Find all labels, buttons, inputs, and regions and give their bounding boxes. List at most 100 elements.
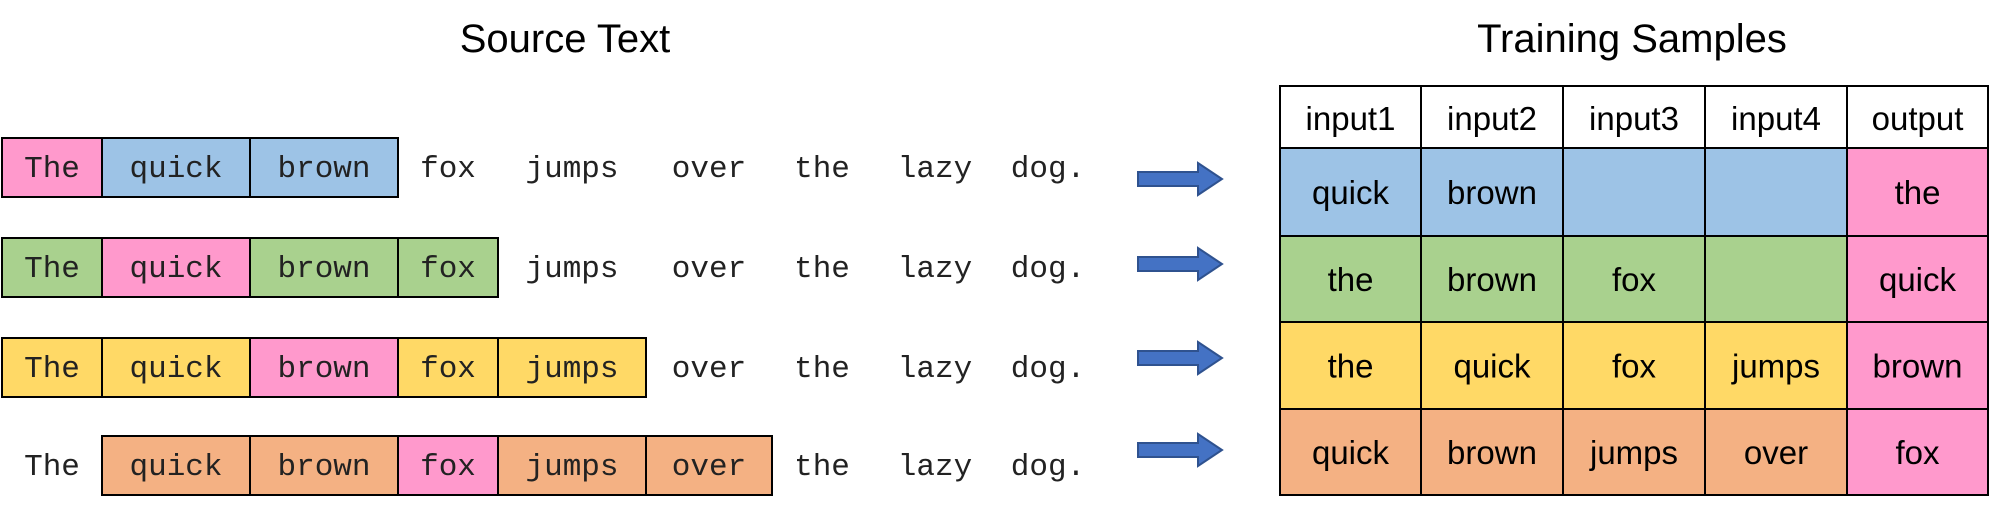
- table-cell: quick: [1453, 348, 1531, 385]
- table-cell: quick: [1879, 261, 1957, 298]
- arrow-icon: [1137, 161, 1224, 197]
- arrow-icon: [1137, 246, 1224, 282]
- context-word-box: [498, 338, 646, 397]
- table-cell: quick: [1312, 174, 1390, 211]
- context-word-box: [2, 338, 102, 397]
- arrows: [1137, 161, 1224, 468]
- source-word: quick: [129, 352, 222, 387]
- table-cell: fox: [1612, 348, 1657, 385]
- source-word: quick: [129, 252, 222, 287]
- source-word: dog.: [1011, 152, 1085, 187]
- source-word: the: [794, 252, 850, 287]
- source-word: fox: [420, 252, 476, 287]
- source-word: The: [24, 352, 80, 387]
- source-word: over: [672, 152, 746, 187]
- source-word: fox: [420, 450, 476, 485]
- source-word: jumps: [525, 450, 618, 485]
- table-cell: fox: [1612, 261, 1657, 298]
- source-word: dog.: [1011, 352, 1085, 387]
- table-cell-bg: [1705, 409, 1847, 495]
- table-cell-bg: [1280, 148, 1421, 236]
- source-word: the: [794, 450, 850, 485]
- table-cell: over: [1744, 434, 1808, 471]
- table-cell-bg: [1280, 409, 1421, 495]
- table-cell-bg: [1847, 409, 1988, 495]
- source-word: lazy: [898, 252, 972, 287]
- table-cell-bg: [1563, 148, 1705, 236]
- table-cell-bg: [1705, 322, 1847, 409]
- table-cell: jumps: [1731, 348, 1820, 385]
- source-word: over: [672, 450, 746, 485]
- source-word: quick: [129, 450, 222, 485]
- word-box-outline: [497, 435, 773, 496]
- table-cell: the: [1328, 261, 1374, 298]
- source-word: The: [24, 450, 80, 485]
- table-cell-bg: [1563, 322, 1705, 409]
- source-word: over: [672, 352, 746, 387]
- table-cell-bg: [1847, 148, 1988, 236]
- source-word: brown: [277, 352, 370, 387]
- source-word: brown: [277, 450, 370, 485]
- table-header-cell: output: [1872, 100, 1964, 137]
- table-cell-bg: [1563, 236, 1705, 322]
- context-word-box: [102, 138, 250, 197]
- source-word: fox: [420, 152, 476, 187]
- table-cell-bg: [1847, 236, 1988, 322]
- source-word: jumps: [525, 352, 618, 387]
- target-word-box: [102, 238, 250, 297]
- table-cell: the: [1895, 174, 1941, 211]
- context-word-box: [250, 238, 398, 297]
- table-cell-bg: [1280, 322, 1421, 409]
- source-title: Source Text: [460, 17, 671, 61]
- context-word-box: [498, 436, 646, 495]
- source-word: The: [24, 152, 80, 187]
- source-word: the: [794, 152, 850, 187]
- source-word: over: [672, 252, 746, 287]
- table-cell: brown: [1873, 348, 1963, 385]
- context-word-box: [646, 436, 772, 495]
- source-word: dog.: [1011, 450, 1085, 485]
- table-cell-bg: [1847, 322, 1988, 409]
- source-word: quick: [129, 152, 222, 187]
- source-word: the: [794, 352, 850, 387]
- table-cell-bg: [1705, 236, 1847, 322]
- source-word: jumps: [525, 252, 618, 287]
- source-rows: The quick brown fox jumps over the lazy dog. The q…: [1, 137, 1085, 496]
- table-row: quick brown the: [1280, 148, 1988, 236]
- context-word-box: [2, 238, 102, 297]
- arrow-icon: [1137, 432, 1224, 468]
- table-cell-bg: [1421, 236, 1563, 322]
- table-cell-bg: [1563, 409, 1705, 495]
- table-title: Training Samples: [1477, 17, 1787, 61]
- word-box-outline: [397, 337, 647, 398]
- source-word: fox: [420, 352, 476, 387]
- table-cell: jumps: [1589, 434, 1678, 471]
- table-border: [1279, 85, 1989, 496]
- context-word-box: [398, 338, 498, 397]
- target-word-box: [250, 338, 398, 397]
- table-cell-bg: [1421, 148, 1563, 236]
- context-word-box: [102, 338, 250, 397]
- context-word-box: [398, 238, 498, 297]
- target-word-box: [2, 138, 102, 197]
- table-cell: brown: [1447, 174, 1537, 211]
- table-header-cell: input4: [1731, 100, 1821, 137]
- table-cell: brown: [1447, 434, 1537, 471]
- context-word-box: [250, 436, 398, 495]
- table-cell: brown: [1447, 261, 1537, 298]
- table-cell: fox: [1895, 434, 1940, 471]
- source-word: lazy: [898, 450, 972, 485]
- source-word: brown: [277, 152, 370, 187]
- source-word: The: [24, 252, 80, 287]
- table-cell-bg: [1421, 409, 1563, 495]
- source-row: The quick brown fox jumps over the lazy dog.: [24, 435, 1085, 496]
- table-cell-bg: [1705, 148, 1847, 236]
- context-word-box: [250, 138, 398, 197]
- context-word-box: [102, 436, 250, 495]
- arrow-icon: [1137, 340, 1224, 376]
